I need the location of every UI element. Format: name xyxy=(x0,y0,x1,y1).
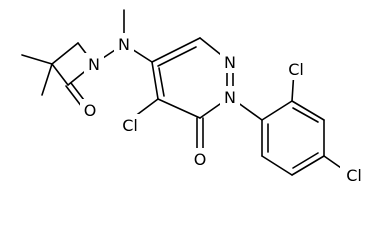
atom-label: Cl xyxy=(346,166,362,185)
atom-label: N xyxy=(224,88,236,107)
atom-label: Cl xyxy=(122,116,138,135)
bond xyxy=(158,67,165,97)
atom-label: N xyxy=(88,55,100,74)
atom-n-pyridazine-1: N xyxy=(220,51,240,73)
atom-label: O xyxy=(84,101,97,120)
atom-n-lactam: N xyxy=(84,53,104,75)
atom-o-pyridazinone: O xyxy=(190,148,210,170)
bond xyxy=(151,37,201,63)
atom-label: N xyxy=(118,35,130,54)
bond xyxy=(151,61,159,100)
bond xyxy=(51,42,79,65)
bond-lines xyxy=(21,9,345,176)
bond xyxy=(261,100,293,121)
atom-label: O xyxy=(194,150,207,169)
atom-label: Cl xyxy=(288,60,304,79)
bond xyxy=(21,54,53,65)
atom-labels: N N O N N Cl O Cl xyxy=(80,33,368,186)
bond xyxy=(51,63,69,86)
atom-n-amine: N xyxy=(114,33,134,55)
atom-cl-para: Cl xyxy=(340,164,368,186)
molecule-structure: N N O N N Cl O Cl xyxy=(21,9,368,186)
bond xyxy=(291,100,325,121)
bond xyxy=(157,98,201,119)
bond xyxy=(291,155,325,176)
bond xyxy=(65,85,83,108)
bond xyxy=(157,46,197,67)
atom-o-lactam: O xyxy=(80,99,100,121)
atom-n-pyridazine-2: N xyxy=(220,86,240,108)
bond xyxy=(292,152,319,169)
bond xyxy=(261,155,293,176)
atom-cl-ring: Cl xyxy=(116,114,144,136)
bond xyxy=(292,107,319,123)
atom-label: N xyxy=(224,53,236,72)
atom-cl-ortho: Cl xyxy=(282,58,310,80)
bond xyxy=(41,63,53,96)
